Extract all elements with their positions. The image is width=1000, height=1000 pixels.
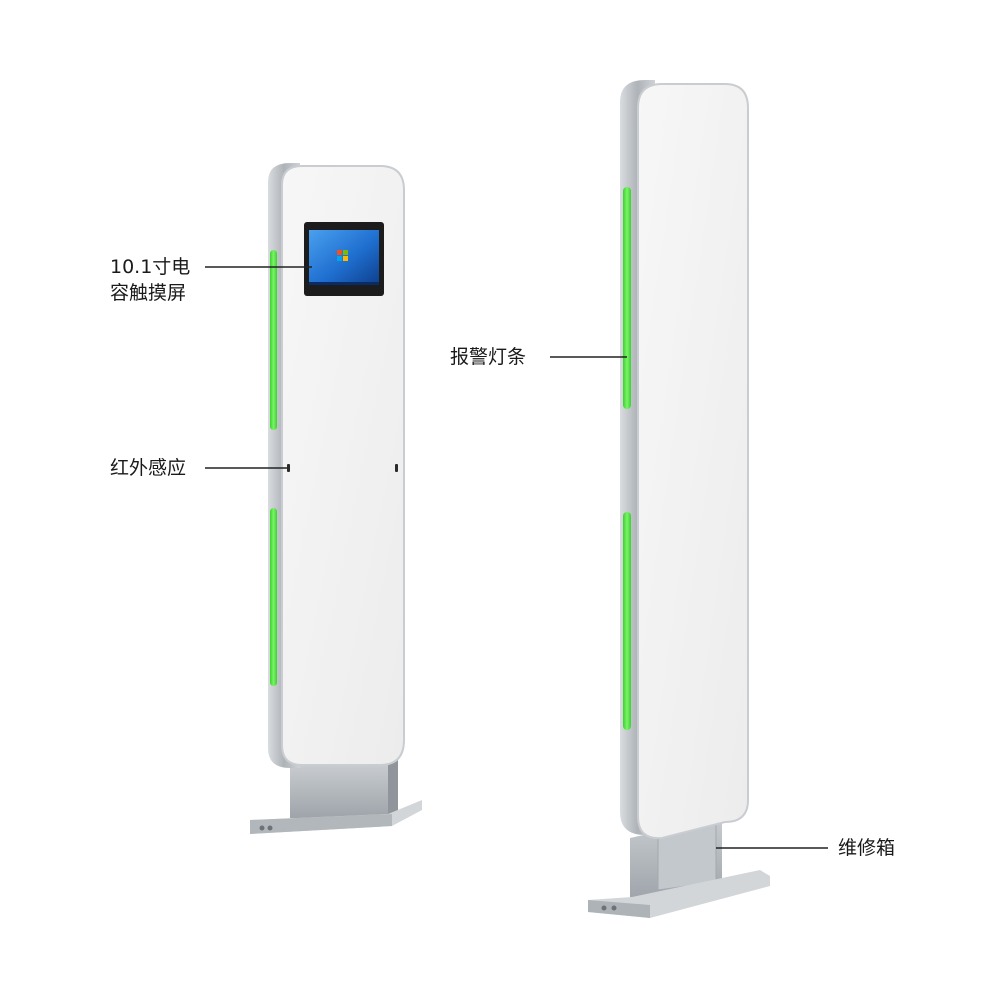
label-touchscreen: 10.1寸电 容触摸屏 [110,254,190,306]
right-alarm-strip-lower [623,512,631,730]
left-base-screw [267,825,273,831]
right-alarm-strip-upper [623,187,631,409]
infrared-sensor-right [395,464,398,472]
left-base-screw [259,825,265,831]
label-infrared: 红外感应 [110,457,187,479]
left-alarm-strip-upper [270,250,277,430]
left-panel-face [281,165,405,766]
left-gate [250,163,422,834]
touchscreen [304,222,384,296]
label-touchscreen-line1: 10.1寸电 [110,256,191,278]
label-maintenance-box: 维修箱 [838,837,896,859]
right-panel-face [637,83,749,840]
label-alarm-light: 报警灯条 [450,346,527,368]
right-gate [588,80,770,918]
infrared-sensor-left [287,464,290,472]
label-touchscreen-line2: 容触摸屏 [110,282,187,304]
right-base-screw [611,905,617,911]
right-base-screw [601,905,607,911]
left-alarm-strip-lower [270,508,277,686]
windows-logo-icon [337,250,348,261]
left-stand-neck [290,765,388,818]
